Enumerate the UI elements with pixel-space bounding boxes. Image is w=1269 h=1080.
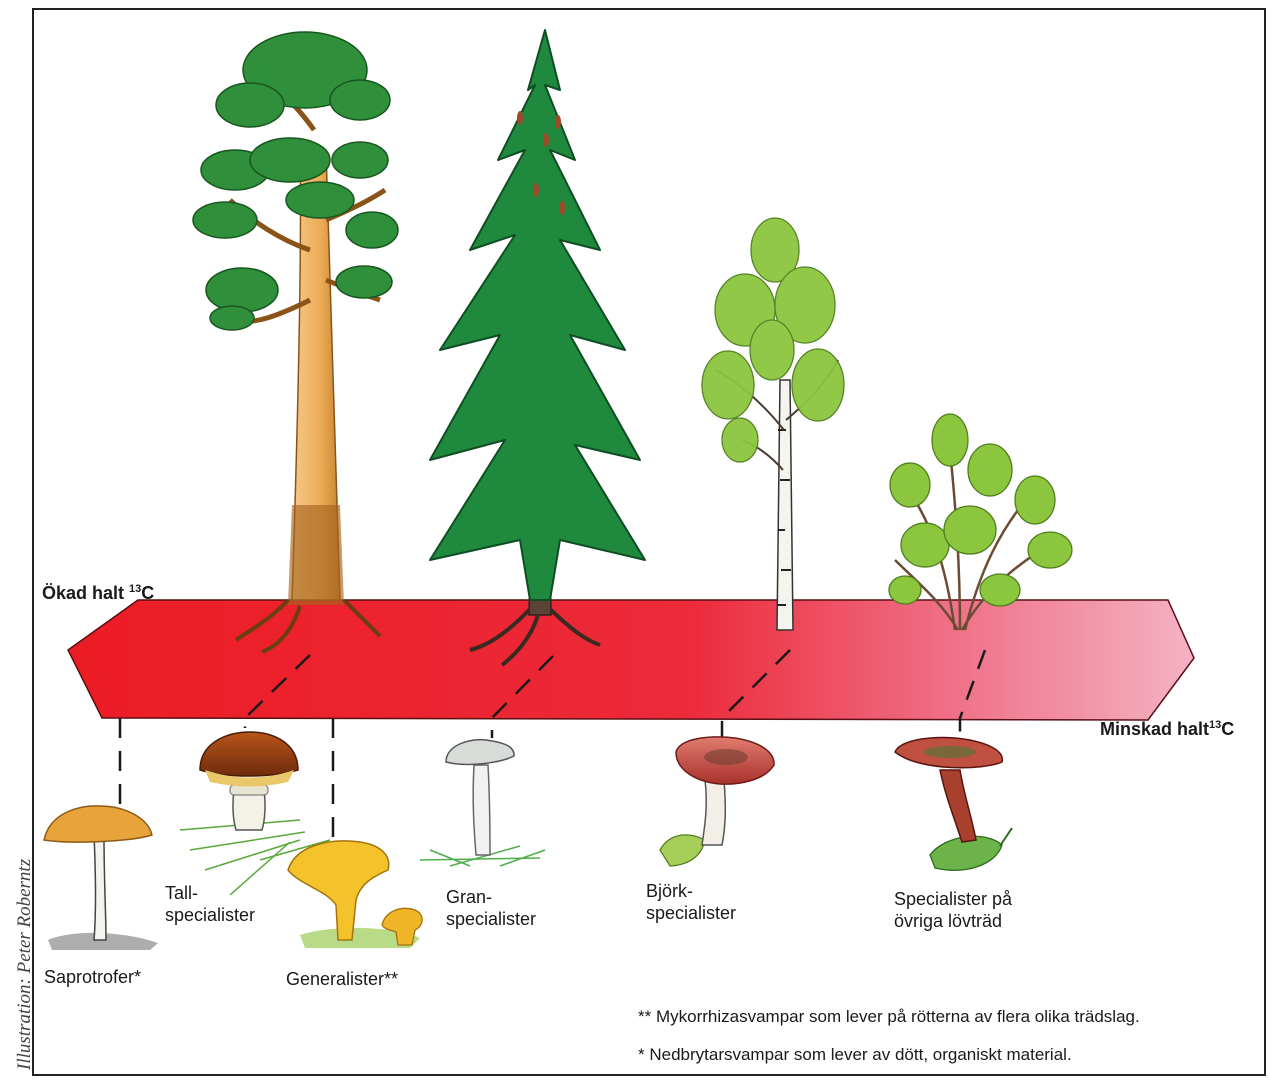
- increased-sup: 13: [129, 583, 141, 595]
- fungus-label-ovriga: Specialister på övriga lövträd: [894, 888, 1012, 932]
- decreased-unit: C: [1221, 719, 1234, 739]
- decreased-sup: 13: [1209, 719, 1221, 731]
- shrub-icon: [889, 414, 1072, 630]
- fungus-label-line1: Björk-: [646, 880, 736, 902]
- bjork-mushroom-icon: [660, 737, 774, 866]
- fungus-label-tall: Tall- specialister: [165, 882, 255, 926]
- fungus-label-line2: specialister: [446, 908, 536, 930]
- increased-text: Ökad halt: [42, 583, 124, 603]
- fungus-label-gran: Gran- specialister: [446, 886, 536, 930]
- ovriga-mushroom-icon: [895, 738, 1012, 871]
- decreased-13c-label: Minskad halt13C: [1100, 714, 1234, 740]
- fungus-label-line2: övriga lövträd: [894, 910, 1012, 932]
- fungus-label-line1: Gran-: [446, 886, 536, 908]
- footnote-saprotrofer: * Nedbrytarsvampar som lever av dött, or…: [638, 1044, 1072, 1065]
- fungus-label-line1: Specialister på: [894, 888, 1012, 910]
- increased-unit: C: [141, 583, 154, 603]
- carbon-gradient-band: [68, 600, 1194, 720]
- fungus-label-line1: Saprotrofer*: [44, 966, 141, 988]
- footnote-generalister: ** Mykorrhizasvampar som lever på rötter…: [638, 1006, 1140, 1027]
- birch-tree-icon: [702, 218, 844, 630]
- gran-mushroom-icon: [420, 740, 545, 866]
- increased-13c-label: Ökad halt 13C: [42, 578, 154, 604]
- fungus-label-line1: Tall-: [165, 882, 255, 904]
- chanterelle-icon: [288, 841, 422, 948]
- decreased-text: Minskad halt: [1100, 719, 1209, 739]
- saprotrofer-mushroom-icon: [44, 806, 158, 950]
- spruce-tree-icon: [430, 30, 645, 665]
- fungus-label-saprotrofer: Saprotrofer*: [44, 966, 141, 988]
- fungus-label-generalister: Generalister**: [286, 968, 398, 990]
- pine-tree-icon: [193, 32, 398, 652]
- fungus-label-line2: specialister: [165, 904, 255, 926]
- fungus-label-line2: specialister: [646, 902, 736, 924]
- fungus-label-bjork: Björk- specialister: [646, 880, 736, 924]
- fungus-label-line1: Generalister**: [286, 968, 398, 990]
